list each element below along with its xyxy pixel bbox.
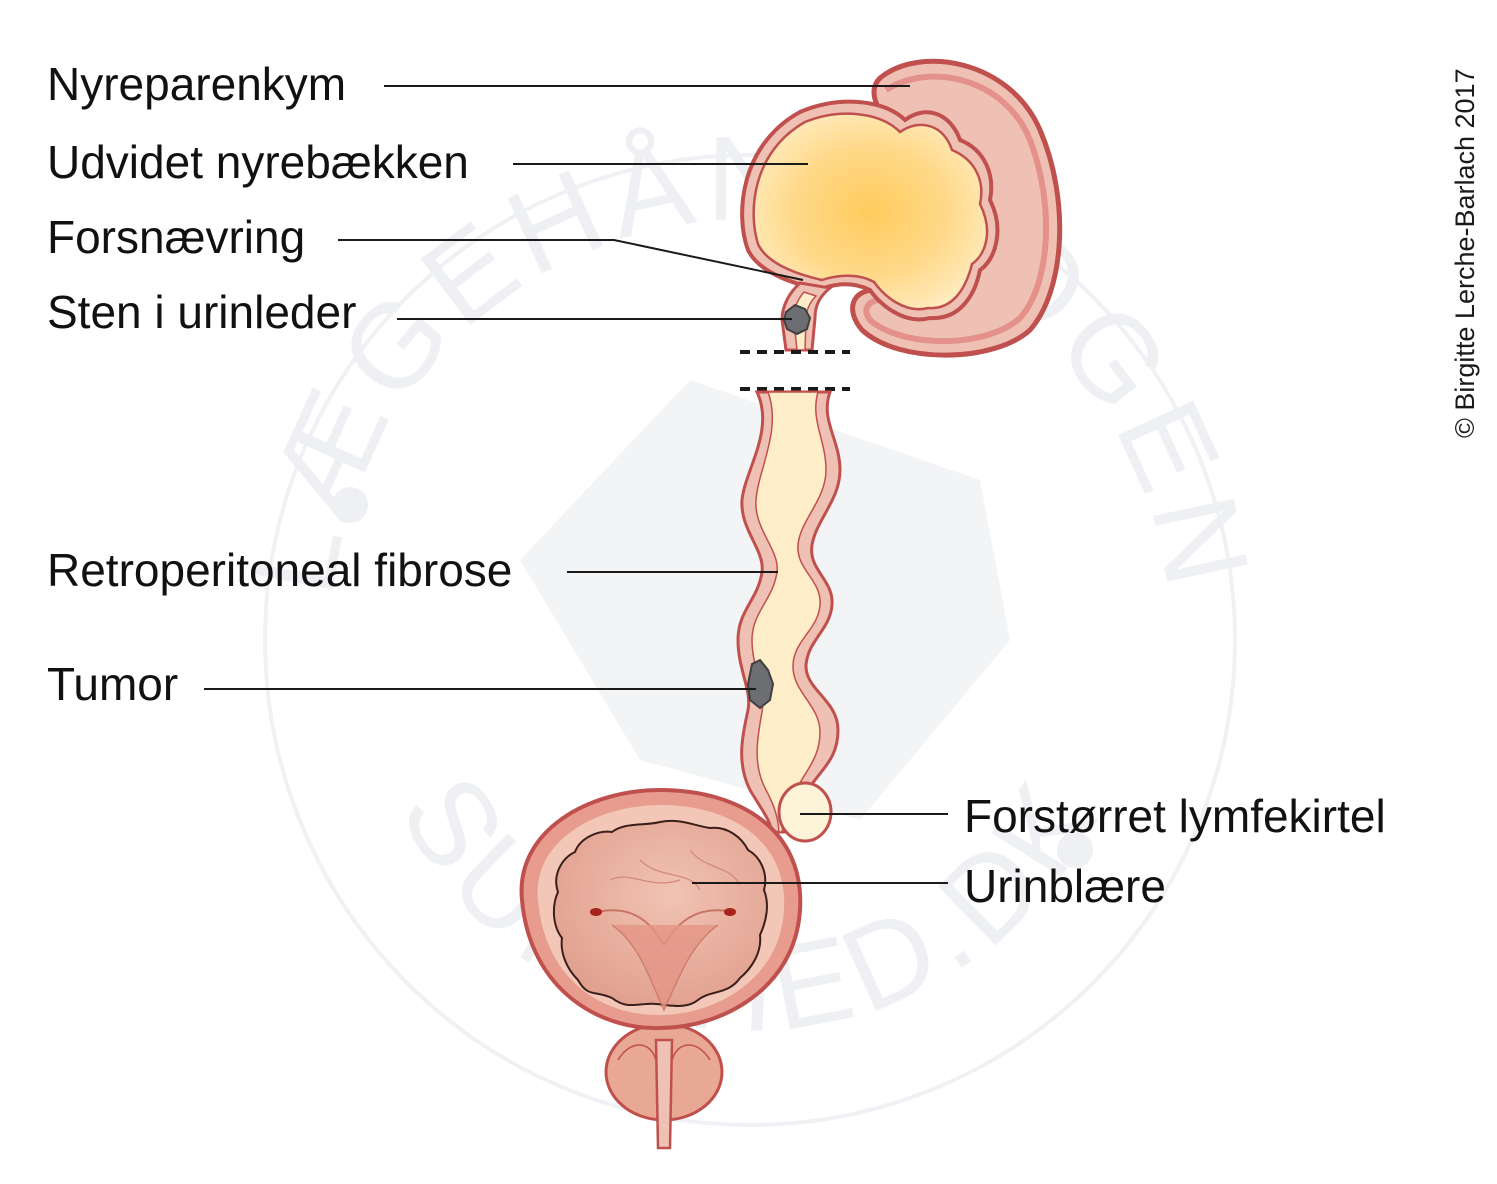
label-fibrose: Retroperitoneal fibrose xyxy=(47,544,512,596)
bladder-illustration xyxy=(519,787,803,1150)
label-urinblaere: Urinblære xyxy=(964,860,1166,912)
label-lymfekirtel: Forstørret lymfekirtel xyxy=(964,790,1386,842)
label-nyreparenkym: Nyreparenkym xyxy=(47,58,346,110)
leader-lines xyxy=(204,85,948,884)
copyright-credit: © Birgitte Lerche-Barlach 2017 xyxy=(1450,68,1480,438)
upper-ureter xyxy=(780,281,834,352)
label-sten: Sten i urinleder xyxy=(47,286,356,338)
renal-pelvis xyxy=(752,112,989,311)
labels: Nyreparenkym Udvidet nyrebækken Forsnævr… xyxy=(47,58,1386,912)
leader-forsnaevring xyxy=(338,239,804,281)
break-marks xyxy=(740,350,850,391)
label-forsnaevring: Forsnævring xyxy=(47,211,305,263)
label-nyrebaekken: Udvidet nyrebækken xyxy=(47,136,469,188)
kidney-illustration xyxy=(740,58,1063,358)
bladder-lumen xyxy=(552,819,768,1007)
lymph-node xyxy=(777,781,833,843)
ureter-illustration xyxy=(736,390,842,834)
label-tumor: Tumor xyxy=(47,658,178,710)
ureter-stone xyxy=(782,303,812,336)
